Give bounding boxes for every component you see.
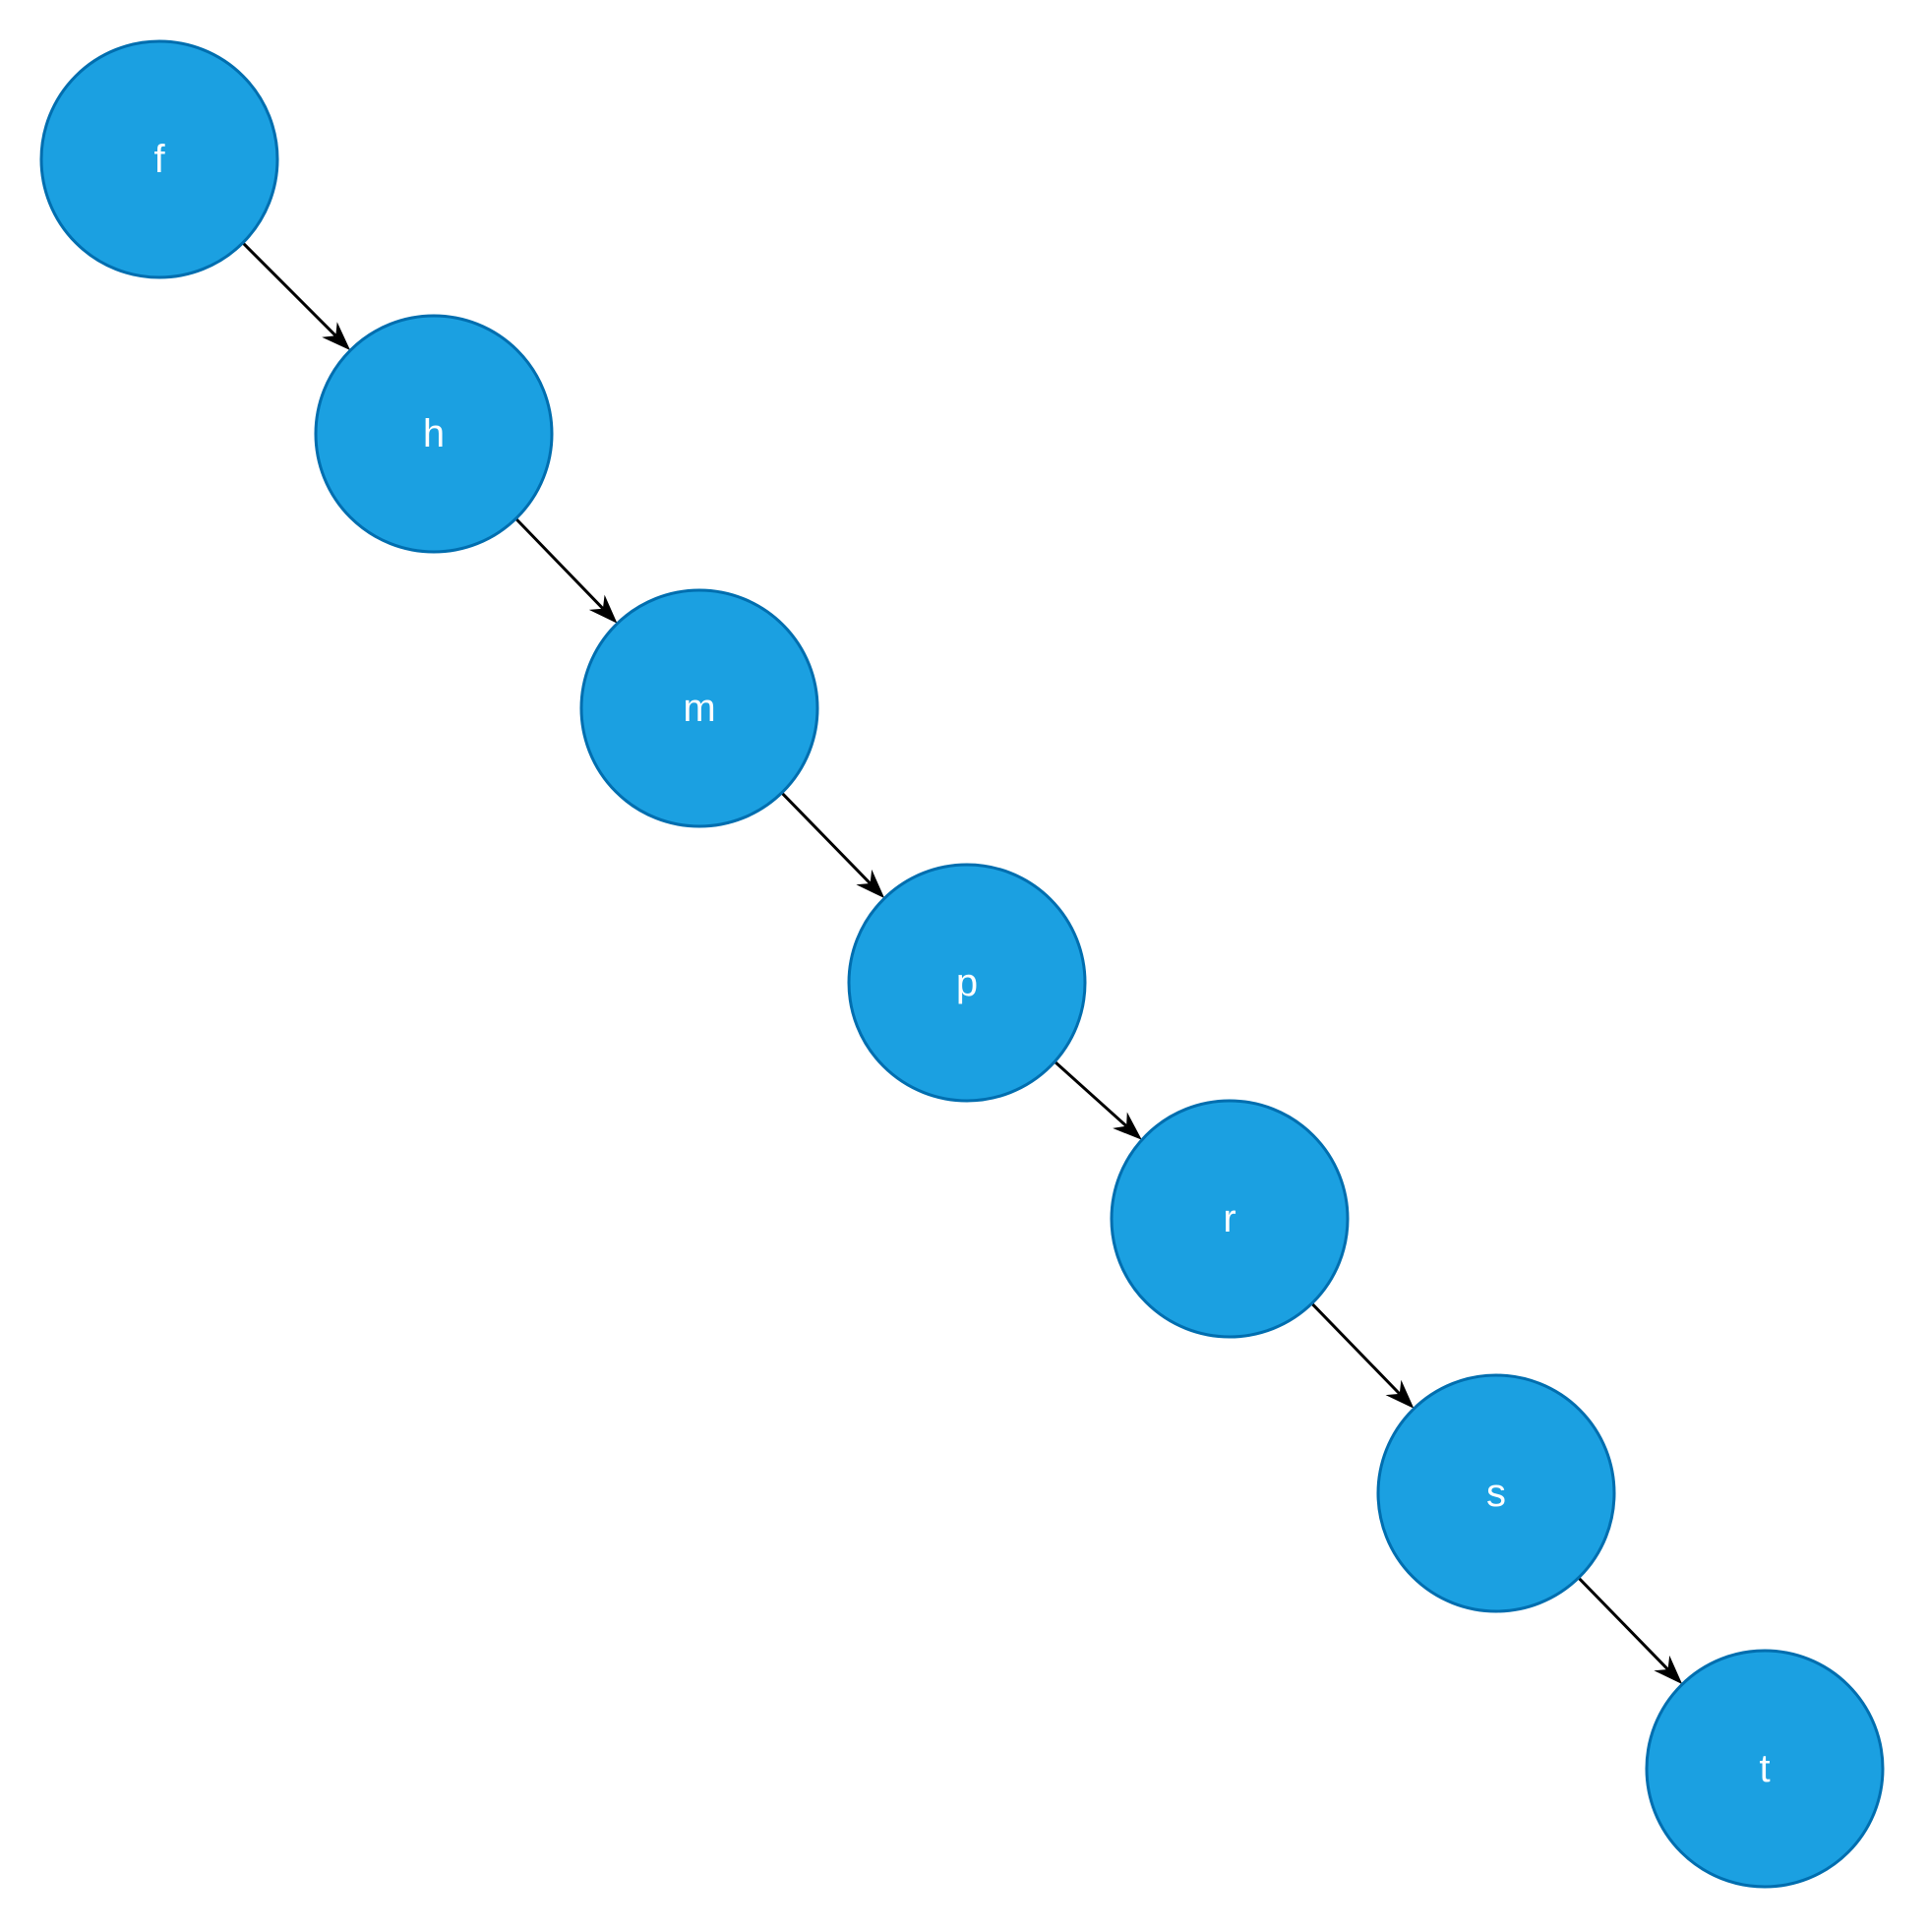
node-p: p	[847, 863, 1087, 1103]
node-label: f	[153, 138, 165, 181]
node-circle	[1645, 1649, 1885, 1889]
edge-line	[780, 791, 872, 885]
node-label: p	[956, 961, 978, 1004]
arrowhead-icon	[588, 594, 618, 624]
node-h: h	[314, 314, 554, 554]
arrowhead-icon	[1113, 1112, 1142, 1140]
edge-s-t	[1577, 1576, 1683, 1685]
node-circle	[1110, 1099, 1350, 1339]
node-label: r	[1223, 1197, 1235, 1240]
node-s: s	[1376, 1373, 1616, 1613]
arrowhead-icon	[1385, 1379, 1415, 1409]
edge-f-h	[241, 241, 351, 351]
node-circle	[314, 314, 554, 554]
arrowhead-icon	[1654, 1655, 1683, 1685]
node-label: h	[423, 412, 445, 455]
node-circle	[1376, 1373, 1616, 1613]
edge-line	[241, 241, 337, 337]
arrowhead-icon	[856, 869, 885, 899]
edge-line	[1310, 1302, 1401, 1395]
edge-p-r	[1054, 1060, 1142, 1140]
edges-layer	[241, 241, 1683, 1685]
node-label: t	[1759, 1747, 1770, 1790]
nodes-layer: f h m p r s t	[39, 39, 1885, 1889]
node-circle	[579, 588, 819, 828]
edge-line	[514, 517, 605, 610]
edge-r-s	[1310, 1302, 1415, 1409]
edge-h-m	[514, 517, 618, 624]
node-t: t	[1645, 1649, 1885, 1889]
edge-line	[1577, 1576, 1669, 1671]
node-label: m	[683, 687, 715, 730]
edge-line	[1054, 1060, 1128, 1127]
node-circle	[847, 863, 1087, 1103]
node-r: r	[1110, 1099, 1350, 1339]
node-label: s	[1486, 1472, 1506, 1515]
node-m: m	[579, 588, 819, 828]
edge-m-p	[780, 791, 885, 899]
arrowhead-icon	[322, 322, 351, 351]
node-circle	[39, 39, 279, 279]
node-f: f	[39, 39, 279, 279]
